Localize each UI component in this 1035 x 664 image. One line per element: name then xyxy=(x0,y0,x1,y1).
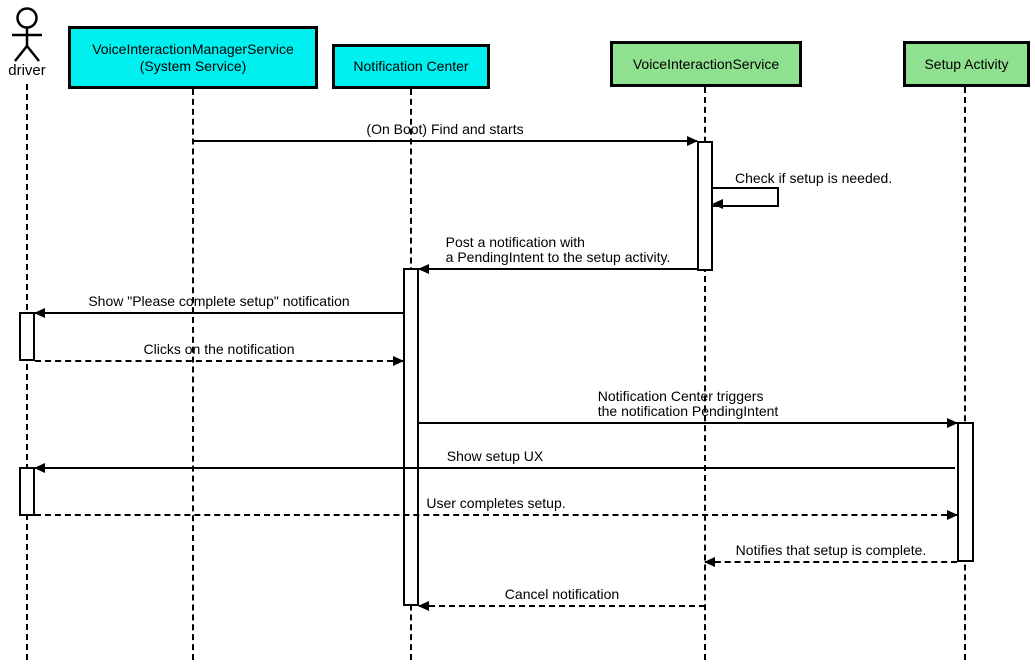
message-label: Post a notification with a PendingIntent… xyxy=(445,234,671,265)
message-line xyxy=(35,514,957,516)
participant-box-setup-activity: Setup Activity xyxy=(903,41,1030,87)
participant-label: VoiceInteractionManagerService xyxy=(92,40,294,57)
lifeline-voice-interaction-service xyxy=(704,87,706,660)
arrowhead-icon xyxy=(712,199,723,209)
arrowhead-icon xyxy=(418,601,429,611)
message-line xyxy=(35,467,955,469)
message-label: Show "Please complete setup" notificatio… xyxy=(88,293,350,309)
message-label: Cancel notification xyxy=(504,586,620,602)
actor-icon xyxy=(12,7,42,62)
message-line xyxy=(419,422,957,424)
activation-bar-driver-1 xyxy=(19,312,35,361)
arrowhead-icon xyxy=(34,463,45,473)
message-label: Show setup UX xyxy=(446,448,544,464)
activation-bar-driver-2 xyxy=(19,467,35,516)
message-line xyxy=(35,360,403,362)
lifeline-voice-interaction-manager-service xyxy=(192,89,194,660)
arrowhead-icon xyxy=(687,136,698,146)
message-label: User completes setup. xyxy=(426,495,566,511)
message-line xyxy=(705,561,957,563)
message-label: (On Boot) Find and starts xyxy=(366,121,524,137)
activation-bar-setup-activity xyxy=(957,422,974,562)
arrowhead-icon xyxy=(418,264,429,274)
message-label: Notification Center triggers the notific… xyxy=(597,388,779,419)
activation-bar-voice-interaction-service xyxy=(697,141,713,271)
message-line xyxy=(419,268,697,270)
arrowhead-icon xyxy=(947,510,958,520)
activation-bar-notification-center xyxy=(403,268,419,606)
participant-box-voice-interaction-service: VoiceInteractionService xyxy=(610,41,802,87)
message-label: Check if setup is needed. xyxy=(735,170,893,186)
message-check-if-setup-is-needed: Check if setup is needed. xyxy=(712,171,892,209)
message-label: Clicks on the notification xyxy=(143,341,295,357)
arrowhead-icon xyxy=(34,308,45,318)
participant-label: VoiceInteractionService xyxy=(632,55,780,72)
message-line xyxy=(419,605,705,607)
actor-label: driver xyxy=(8,62,46,79)
participant-box-notification-center: Notification Center xyxy=(332,44,490,89)
arrowhead-icon xyxy=(704,557,715,567)
message-line xyxy=(35,312,403,314)
message-label: Notifies that setup is complete. xyxy=(735,542,927,558)
arrowhead-icon xyxy=(947,418,958,428)
lifeline-driver xyxy=(26,84,28,660)
message-line xyxy=(193,140,697,142)
participant-box-voice-interaction-manager-service: VoiceInteractionManagerService (System S… xyxy=(68,26,318,89)
participant-label: (System Service) xyxy=(139,57,247,74)
participant-label: Setup Activity xyxy=(924,55,1009,72)
lifeline-setup-activity xyxy=(964,87,966,660)
arrowhead-icon xyxy=(393,356,404,366)
participant-label: Notification Center xyxy=(353,58,469,74)
